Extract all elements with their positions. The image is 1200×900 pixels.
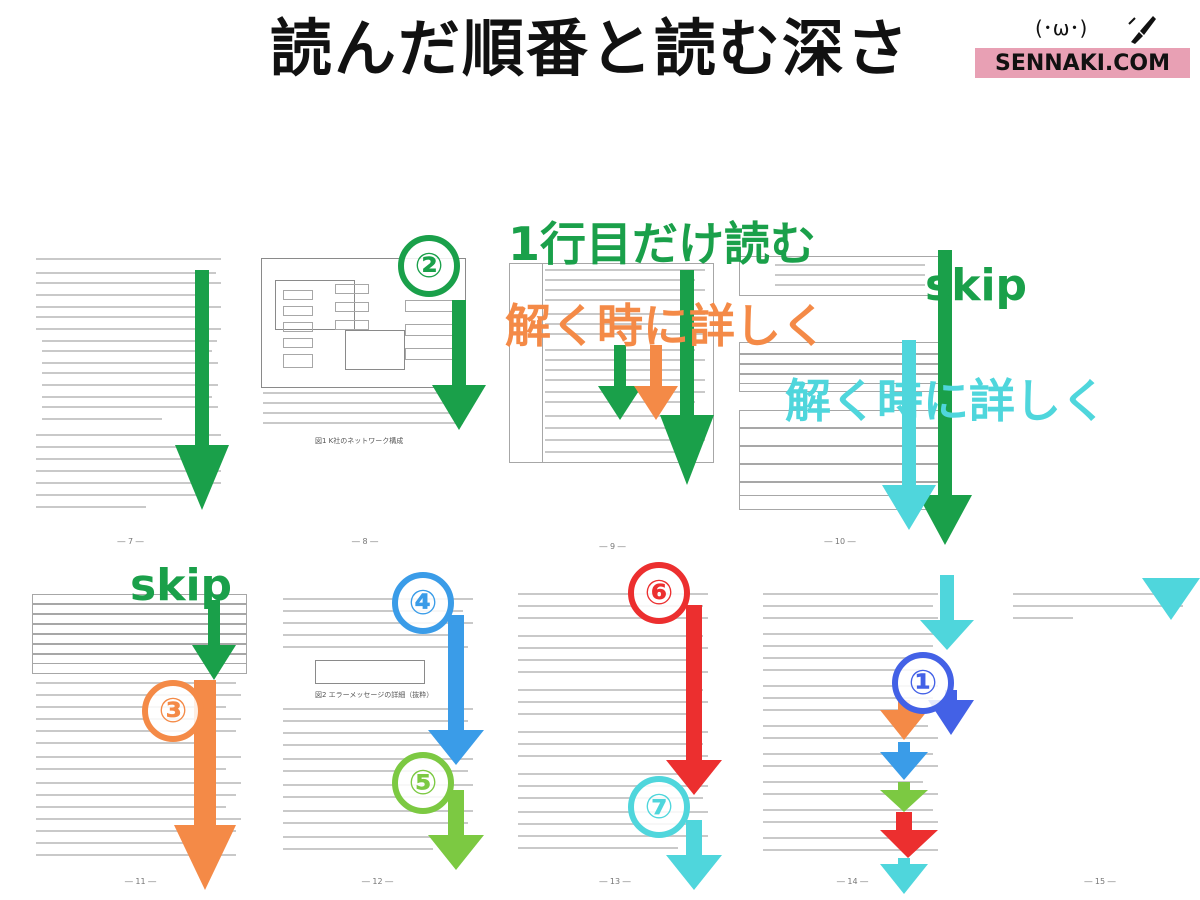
arrow-down-icon — [660, 270, 714, 485]
step-badge-4: ④ — [392, 572, 454, 634]
brush-icon — [1128, 16, 1156, 44]
arrow-down-icon — [1142, 578, 1200, 620]
annotation-read-in-detail: 解く時に詳しく — [505, 299, 827, 353]
logo-brand-band: SENNAKI.COM — [975, 48, 1190, 78]
page-number: ― 11 ― — [124, 877, 157, 886]
annotation-skip: skip — [130, 560, 233, 611]
brand-logo: (･ω･) SENNAKI.COM — [975, 12, 1190, 82]
arrow-down-icon — [920, 575, 974, 650]
arrow-down-icon — [634, 345, 678, 420]
arrow-down-icon — [880, 742, 928, 780]
page-number: ― 8 ― — [351, 537, 379, 546]
arrow-down-icon — [880, 812, 938, 858]
step-badge-3: ③ — [142, 680, 204, 742]
arrow-down-icon — [880, 782, 928, 812]
document-page: ― 15 ― — [1005, 585, 1195, 890]
arrow-down-icon — [428, 790, 484, 870]
logo-face: (･ω･) — [1035, 16, 1088, 40]
arrow-down-icon — [882, 340, 936, 530]
page-number: ― 15 ― — [1084, 877, 1116, 886]
step-badge-6: ⑥ — [628, 562, 690, 624]
document-page: ― 13 ― — [510, 585, 720, 890]
arrow-down-icon — [880, 858, 928, 894]
page-number: ― 9 ― — [599, 542, 626, 551]
figure-caption: 図1 K社のネットワーク構成 — [315, 437, 404, 445]
page-number: ― 7 ― — [117, 537, 144, 546]
step-badge-7: ⑦ — [628, 776, 690, 838]
step-badge-2: ② — [398, 235, 460, 297]
step-badge-1: ① — [892, 652, 954, 714]
document-page: 図1 K社のネットワーク構成 ― 8 ― — [255, 250, 475, 550]
arrow-down-icon — [666, 820, 722, 890]
arrow-down-icon — [432, 300, 486, 430]
arrow-down-icon — [598, 345, 642, 420]
arrow-down-icon — [666, 605, 722, 795]
page-number: ― 14 ― — [836, 877, 869, 886]
arrow-down-icon — [175, 270, 229, 510]
arrow-down-icon — [428, 615, 484, 765]
annotation-skip: skip — [925, 260, 1028, 311]
annotation-read-in-detail: 解く時に詳しく — [785, 374, 1107, 428]
page-title: 読んだ順番と読む深さ — [270, 12, 911, 85]
page-number: ― 12 ― — [361, 877, 394, 886]
step-badge-5: ⑤ — [392, 752, 454, 814]
page-number: ― 10 ― — [824, 537, 856, 546]
annotation-read-first-line: 1行目だけ読む — [508, 217, 817, 271]
page-number: ― 13 ― — [599, 877, 631, 886]
arrow-down-icon — [918, 250, 972, 545]
arrow-down-icon — [192, 600, 236, 680]
figure-caption: 図2 エラーメッセージの詳細（抜粋） — [315, 691, 434, 699]
